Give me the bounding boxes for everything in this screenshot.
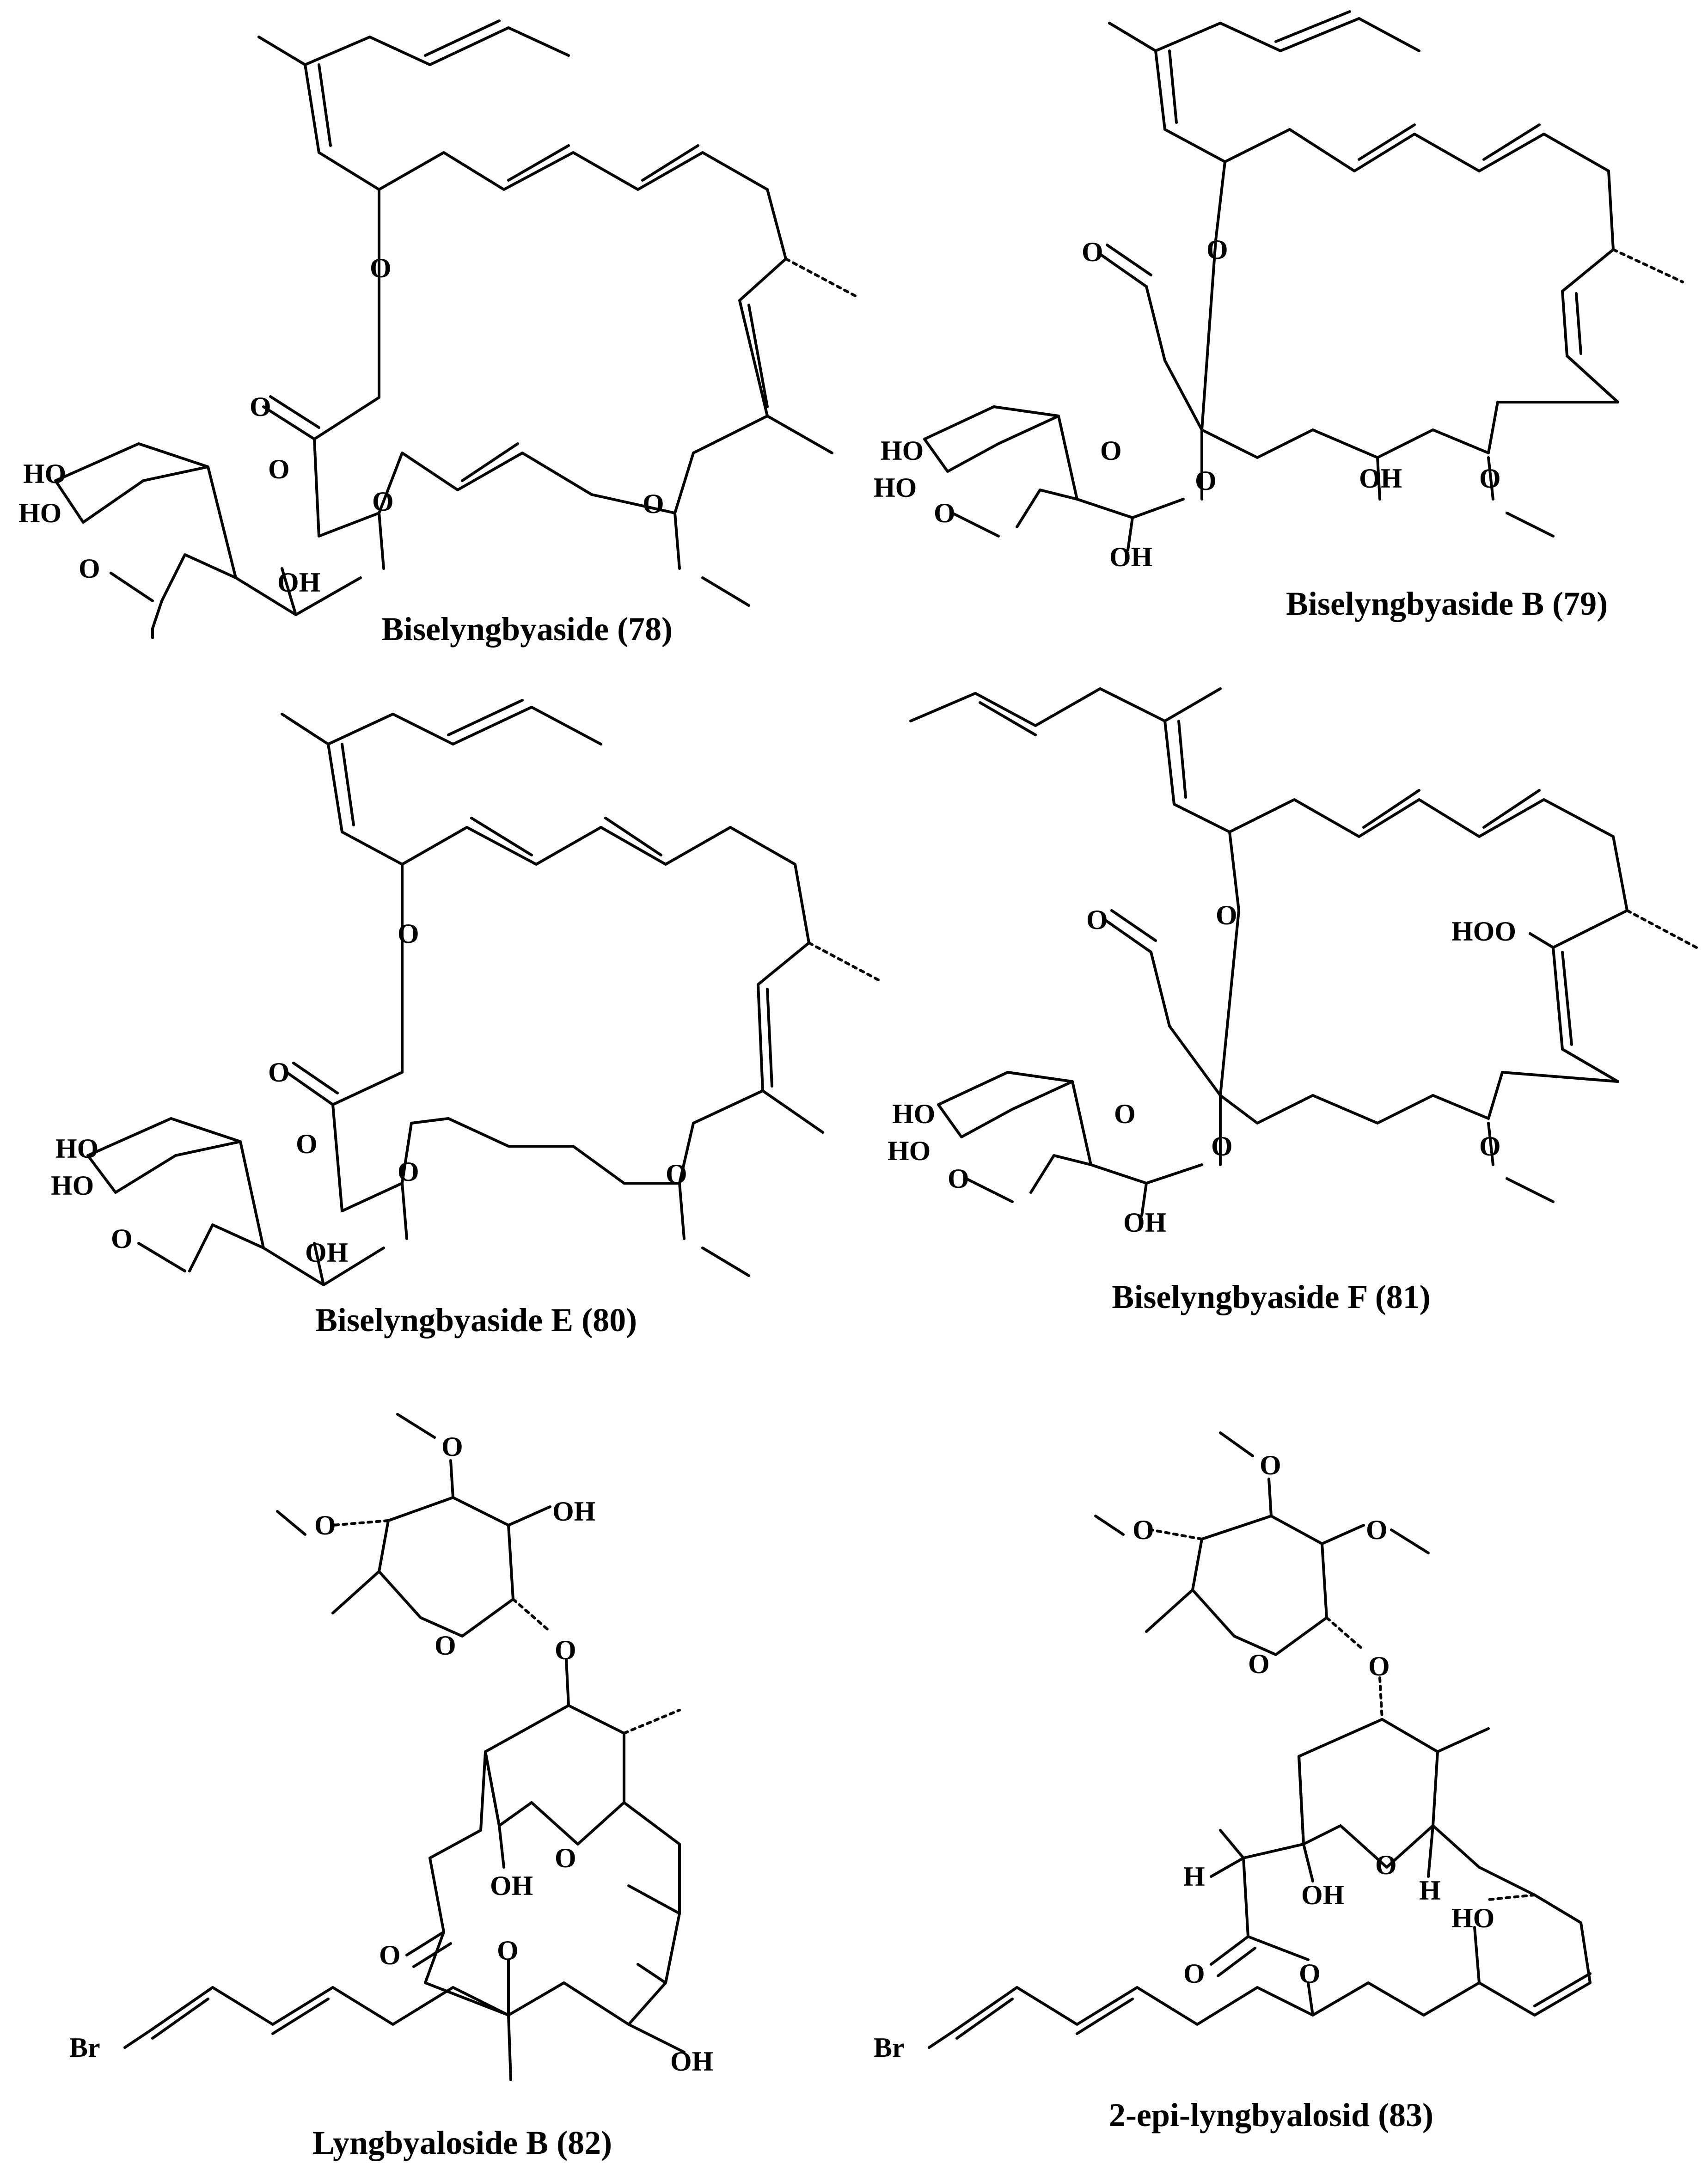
- c78-ho-2: HO: [18, 498, 61, 528]
- c82-oh-chain: OH: [670, 2046, 713, 2077]
- c82-o-ester: O: [497, 1935, 519, 1966]
- c78-o-ester: O: [370, 253, 392, 283]
- c83-o-ester: O: [1299, 1958, 1321, 1989]
- c79-ho-1: HO: [881, 435, 924, 466]
- c83-ho-chain: HO: [1451, 1903, 1494, 1933]
- compound-80-atoms: O O O O O O HO HO OH: [51, 918, 687, 1268]
- c83-o-pyran: O: [1375, 1850, 1397, 1880]
- compound-78-atoms: O O O O O O HO HO OH: [18, 253, 664, 598]
- c83-o-top: O: [1260, 1450, 1281, 1480]
- c83-h-right: H: [1419, 1875, 1441, 1906]
- c78-o-glyco: O: [372, 486, 394, 517]
- caption-79: Biselyngbyaside B (79): [1286, 585, 1608, 622]
- c80-o-carbonyl: O: [268, 1057, 290, 1088]
- c82-o-pyran: O: [555, 1843, 576, 1873]
- c83-o-sugar-ring: O: [1248, 1649, 1270, 1679]
- c79-oh: OH: [1109, 542, 1152, 572]
- compound-82: O O OH O O O OH O O OH Br Lyngbyaloside …: [69, 1413, 713, 2161]
- c79-o-carbonyl: O: [1082, 237, 1103, 267]
- compound-80: O O O O O O HO HO OH Biselyngbyaside E (…: [51, 699, 880, 1339]
- compound-83-atoms: O O O O O O OH H H HO O O Br: [874, 1450, 1494, 2063]
- c80-o-ome-chain: O: [666, 1159, 687, 1189]
- c78-o-ome-chain: O: [643, 489, 664, 519]
- caption-82: Lyngbyaloside B (82): [312, 2124, 612, 2161]
- compound-82-atoms: O O OH O O O OH O O OH Br: [69, 1431, 713, 2077]
- caption-83: 2-epi-lyngbyalosid (83): [1109, 2096, 1433, 2133]
- c83-o-left: O: [1133, 1515, 1154, 1545]
- c83-h-left: H: [1183, 1861, 1205, 1892]
- c79-o-ester: O: [1206, 234, 1228, 265]
- compound-79: O O O O O O HO HO OH OH Biselyngbyaside …: [874, 10, 1684, 622]
- c83-o-link: O: [1368, 1651, 1390, 1681]
- compound-83-bonds: [928, 1431, 1592, 2049]
- c78-o-ring: O: [268, 454, 290, 484]
- c78-o-carbonyl: O: [250, 391, 271, 422]
- c80-ho-1: HO: [55, 1133, 98, 1164]
- c81-o-glyco: O: [1211, 1131, 1233, 1161]
- compound-81-bonds: [909, 687, 1698, 1217]
- c80-ho-2: HO: [51, 1170, 94, 1201]
- c81-ho-1: HO: [892, 1099, 935, 1129]
- caption-80: Biselyngbyaside E (80): [315, 1302, 637, 1339]
- c82-o-left: O: [314, 1510, 336, 1540]
- c80-oh: OH: [305, 1237, 348, 1268]
- c82-o-carbonyl: O: [379, 1940, 401, 1970]
- c78-oh: OH: [277, 567, 320, 598]
- compound-78: O O O O O O HO HO OH Biselyngbyaside (78…: [18, 19, 857, 648]
- c79-o-ome-ring: O: [934, 498, 955, 528]
- compound-79-bonds: [923, 10, 1684, 551]
- c82-o-top: O: [441, 1431, 463, 1462]
- c80-o-ome-ring: O: [111, 1223, 133, 1254]
- c79-ho-2: HO: [874, 472, 917, 503]
- c81-o-ester: O: [1216, 900, 1237, 930]
- c82-oh-sugar: OH: [552, 1496, 595, 1527]
- c82-oh-hemi: OH: [490, 1870, 533, 1901]
- c79-o-glyco: O: [1195, 465, 1217, 496]
- c81-o-ome-chain: O: [1479, 1131, 1501, 1161]
- c81-o-ome-ring: O: [948, 1163, 969, 1194]
- compound-79-atoms: O O O O O O HO HO OH OH: [874, 234, 1501, 572]
- c83-oh-hemi: OH: [1301, 1880, 1344, 1910]
- caption-78: Biselyngbyaside (78): [381, 611, 673, 648]
- c79-oh-chain: OH: [1359, 463, 1402, 494]
- compound-81: O O O O O O HO HO OH HOO Biselyngbyaside…: [888, 687, 1698, 1315]
- c79-o-ome-chain: O: [1479, 463, 1501, 494]
- compound-80-bonds: [86, 699, 880, 1286]
- c80-o-ring: O: [296, 1129, 318, 1159]
- compound-82-bonds: [123, 1413, 686, 2081]
- c82-br: Br: [69, 2032, 100, 2063]
- c81-oh: OH: [1123, 1207, 1166, 1238]
- caption-81: Biselyngbyaside F (81): [1112, 1278, 1430, 1315]
- c81-o-carbonyl: O: [1086, 905, 1108, 935]
- c82-o-sugar-ring: O: [435, 1630, 456, 1661]
- c78-ho-1: HO: [23, 458, 66, 489]
- c82-o-link: O: [555, 1635, 576, 1665]
- compound-83: O O O O O O OH H H HO O O Br 2-epi-lyngb…: [874, 1431, 1592, 2133]
- c80-o-ester: O: [398, 918, 419, 949]
- compound-81-atoms: O O O O O O HO HO OH HOO: [888, 900, 1516, 1238]
- c81-ho-2: HO: [888, 1136, 931, 1166]
- c79-o-ring: O: [1100, 435, 1122, 466]
- c83-o-right: O: [1366, 1515, 1388, 1545]
- c81-hoo: HOO: [1451, 916, 1516, 947]
- c78-o-ome-ring: O: [79, 553, 100, 584]
- c80-o-glyco: O: [398, 1156, 419, 1187]
- c81-o-ring: O: [1114, 1099, 1136, 1129]
- c83-br: Br: [874, 2032, 905, 2063]
- compound-78-bonds: [54, 19, 857, 639]
- c83-o-carbonyl: O: [1183, 1958, 1205, 1989]
